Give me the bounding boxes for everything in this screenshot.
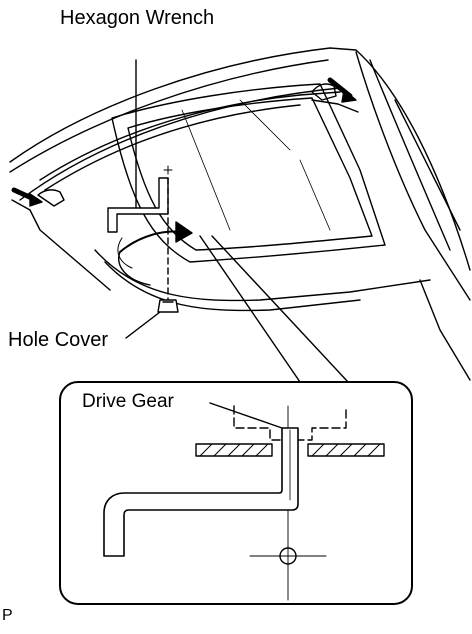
front-rail bbox=[39, 91, 341, 191]
right-arrow-mark bbox=[311, 77, 359, 113]
hole-cover-label: Hole Cover bbox=[8, 329, 109, 351]
corner-mark-label: P bbox=[2, 607, 13, 624]
left-arrow-mark bbox=[11, 187, 65, 207]
hexagon-wrench-label: Hexagon Wrench bbox=[60, 7, 215, 29]
drive-gear-leader bbox=[209, 402, 283, 429]
axis-tick bbox=[163, 165, 173, 175]
center-crosshair bbox=[249, 547, 327, 565]
hole-cover bbox=[157, 299, 179, 313]
drive-gear-label: Drive Gear bbox=[82, 391, 174, 412]
hexagon-wrench bbox=[107, 177, 169, 233]
roof-outline bbox=[9, 47, 471, 381]
callout-line-right bbox=[211, 235, 349, 383]
rotation-arrow bbox=[117, 221, 193, 286]
hex-wrench-detail bbox=[103, 427, 299, 557]
hole-cover-leader bbox=[125, 311, 161, 339]
callout-line-left bbox=[199, 235, 301, 383]
